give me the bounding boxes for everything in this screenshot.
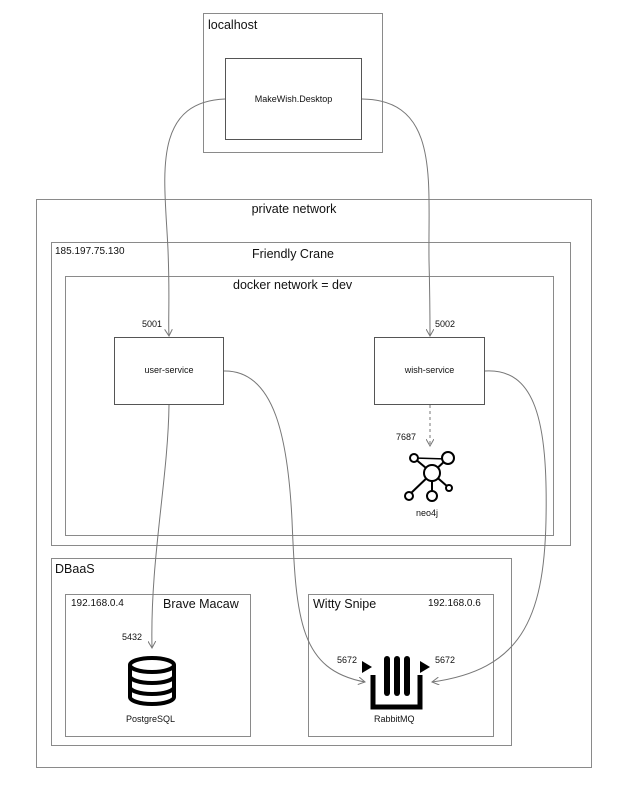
witty-snipe-box — [308, 594, 494, 737]
dbaas-title: DBaaS — [55, 562, 95, 576]
brave-macaw-ip: 192.168.0.4 — [71, 598, 124, 609]
friendly-crane-name: Friendly Crane — [252, 247, 334, 261]
friendly-crane-ip: 185.197.75.130 — [55, 246, 125, 257]
friendly-crane-box — [51, 242, 571, 546]
user-service-label: user-service — [144, 365, 194, 375]
connector-wish-service-to-rabbitmq — [432, 370, 547, 682]
witty-snipe-name: Witty Snipe — [313, 597, 377, 611]
connector-desktop-to-user-service — [164, 98, 226, 336]
database-icon — [128, 656, 176, 706]
wish-service-port: 5002 — [435, 319, 456, 329]
connector-user-service-to-postgres — [152, 404, 170, 648]
witty-snipe-ip: 192.168.0.6 — [428, 598, 481, 609]
postgres-label: PostgreSQL — [126, 714, 176, 724]
rabbitmq-port-left: 5672 — [337, 655, 358, 665]
private-network-title: private network — [251, 202, 337, 216]
private-network-box — [36, 199, 592, 768]
makewish-desktop-label: MakeWish.Desktop — [254, 94, 333, 104]
docker-network-box — [65, 276, 554, 536]
wish-service-node[interactable] — [374, 337, 485, 405]
rabbitmq-label: RabbitMQ — [374, 714, 415, 724]
connector-desktop-to-wish-service — [361, 98, 430, 336]
localhost-box — [203, 13, 383, 153]
localhost-title: localhost — [208, 18, 258, 32]
brave-macaw-box — [65, 594, 251, 737]
connector-user-service-to-rabbitmq — [223, 370, 365, 682]
user-service-node[interactable] — [114, 337, 224, 405]
brave-macaw-name: Brave Macaw — [163, 597, 239, 611]
makewish-desktop-node[interactable] — [225, 58, 362, 140]
docker-network-title: docker network = dev — [233, 278, 353, 292]
user-service-port: 5001 — [142, 319, 163, 329]
wish-service-label: wish-service — [404, 365, 455, 375]
rabbitmq-icon — [362, 656, 430, 710]
neo4j-label: neo4j — [416, 508, 439, 518]
postgres-port: 5432 — [122, 632, 143, 642]
graph-db-icon — [404, 451, 455, 502]
neo4j-port: 7687 — [396, 432, 417, 442]
dbaas-box — [51, 558, 512, 746]
rabbitmq-port-right: 5672 — [435, 655, 456, 665]
